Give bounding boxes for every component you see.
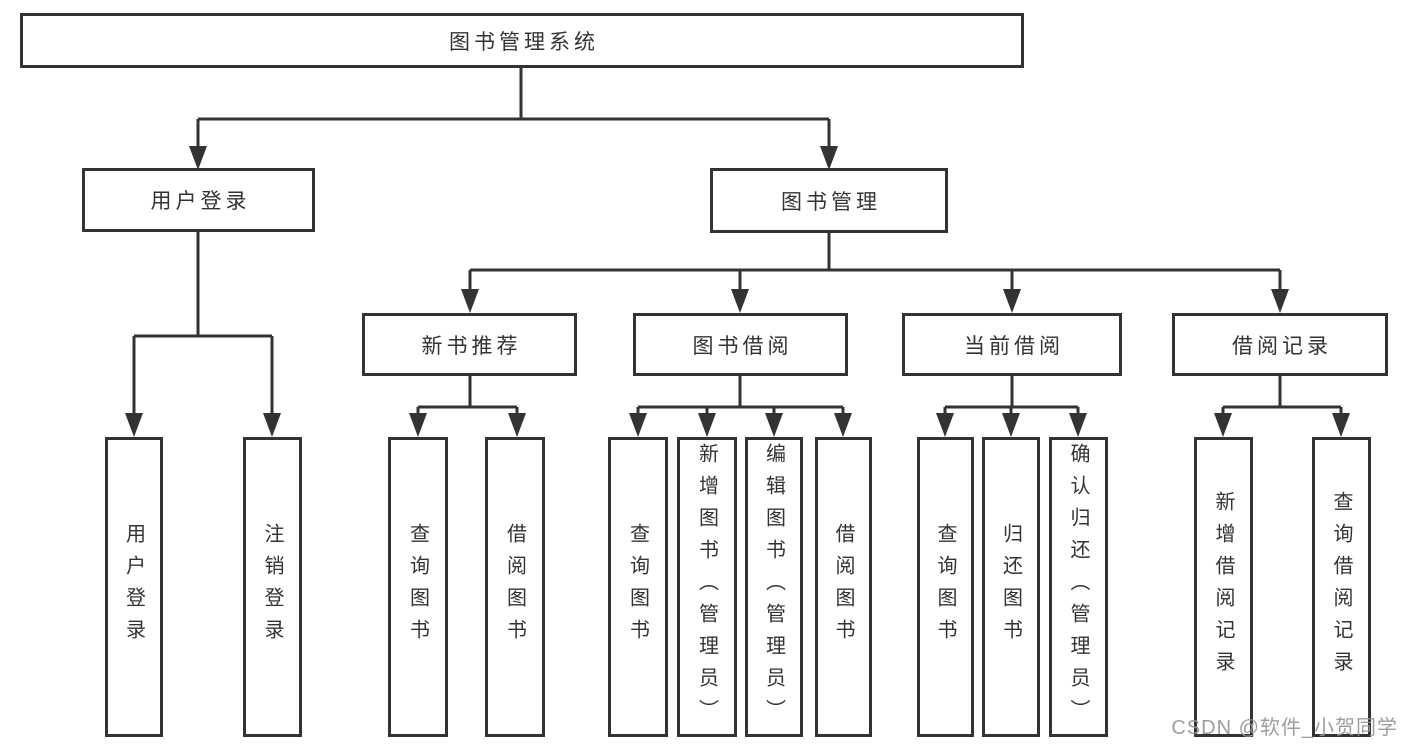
node-leaf-current-confirm-admin: 确认归还（管理员） bbox=[1049, 437, 1108, 737]
node-leaf-user-login: 用户登录 bbox=[105, 437, 163, 737]
node-leaf-current-return: 归还图书 bbox=[982, 437, 1040, 737]
arrowhead-icon bbox=[1069, 413, 1087, 437]
arrowhead-icon bbox=[409, 413, 427, 437]
node-borrowing-records: 借阅记录 bbox=[1172, 313, 1388, 376]
node-leaf-newbook-borrow: 借阅图书 bbox=[485, 437, 545, 737]
node-current-borrowing: 当前借阅 bbox=[902, 313, 1122, 376]
node-book-management-label: 图书管理 bbox=[781, 190, 881, 214]
arrowhead-icon bbox=[731, 289, 749, 313]
arrowhead-icon bbox=[461, 289, 479, 313]
node-current-borrowing-label: 当前借阅 bbox=[964, 334, 1064, 358]
arrowhead-icon bbox=[834, 413, 852, 437]
arrowhead-icon bbox=[508, 413, 526, 437]
arrowhead-icon bbox=[1003, 289, 1021, 313]
arrowhead-icon bbox=[1214, 413, 1232, 437]
node-borrowing-records-label: 借阅记录 bbox=[1232, 334, 1332, 358]
node-leaf-newbook-query-label: 查询图书 bbox=[406, 523, 429, 651]
node-library-management-system-label: 图书管理系统 bbox=[449, 30, 599, 54]
node-book-borrowing-label: 图书借阅 bbox=[692, 334, 793, 358]
arrowhead-icon bbox=[1002, 413, 1020, 437]
node-leaf-logout: 注销登录 bbox=[243, 437, 302, 737]
arrowhead-icon bbox=[698, 413, 716, 437]
node-leaf-records-query-label: 查询借阅记录 bbox=[1330, 491, 1352, 683]
node-new-book-recommend-label: 新书推荐 bbox=[421, 334, 522, 358]
arrowhead-icon bbox=[1332, 413, 1350, 437]
arrowhead-icon bbox=[125, 413, 143, 437]
node-leaf-records-add-label: 新增借阅记录 bbox=[1212, 491, 1234, 683]
arrowhead-icon bbox=[820, 146, 838, 170]
csdn-watermark: CSDN @软件_小贺同学 bbox=[1171, 717, 1398, 739]
node-leaf-borrowing-edit-admin-label: 编辑图书（管理员） bbox=[762, 443, 785, 731]
node-user-login: 用户登录 bbox=[82, 168, 315, 232]
node-leaf-records-query: 查询借阅记录 bbox=[1312, 437, 1371, 737]
arrowhead-icon bbox=[1271, 289, 1289, 313]
node-leaf-records-add: 新增借阅记录 bbox=[1194, 437, 1253, 737]
arrowhead-icon bbox=[936, 413, 954, 437]
node-leaf-borrowing-add-admin-label: 新增图书（管理员） bbox=[695, 443, 718, 731]
node-new-book-recommend: 新书推荐 bbox=[362, 313, 577, 376]
node-leaf-current-return-label: 归还图书 bbox=[999, 523, 1022, 651]
arrowhead-icon bbox=[765, 413, 783, 437]
node-leaf-borrowing-query-label: 查询图书 bbox=[626, 523, 649, 651]
node-leaf-current-confirm-admin-label: 确认归还（管理员） bbox=[1067, 443, 1089, 731]
node-library-management-system: 图书管理系统 bbox=[20, 13, 1024, 68]
node-book-borrowing: 图书借阅 bbox=[633, 313, 848, 376]
node-leaf-borrowing-borrow-label: 借阅图书 bbox=[832, 523, 854, 651]
node-leaf-borrowing-add-admin: 新增图书（管理员） bbox=[677, 437, 737, 737]
arrowheads bbox=[125, 146, 1350, 437]
node-leaf-borrowing-edit-admin: 编辑图书（管理员） bbox=[745, 437, 803, 737]
node-leaf-current-query-label: 查询图书 bbox=[934, 523, 956, 651]
node-leaf-borrowing-query: 查询图书 bbox=[608, 437, 668, 737]
arrowhead-icon bbox=[629, 413, 647, 437]
node-leaf-current-query: 查询图书 bbox=[917, 437, 974, 737]
node-book-management: 图书管理 bbox=[710, 168, 948, 233]
arrowhead-icon bbox=[189, 146, 207, 170]
node-leaf-newbook-query: 查询图书 bbox=[388, 437, 448, 737]
node-leaf-borrowing-borrow: 借阅图书 bbox=[815, 437, 872, 737]
node-user-login-label: 用户登录 bbox=[150, 190, 251, 213]
arrowhead-icon bbox=[263, 413, 281, 437]
node-leaf-newbook-borrow-label: 借阅图书 bbox=[503, 523, 526, 651]
node-leaf-user-login-label: 用户登录 bbox=[122, 523, 145, 651]
node-leaf-logout-label: 注销登录 bbox=[261, 523, 283, 651]
